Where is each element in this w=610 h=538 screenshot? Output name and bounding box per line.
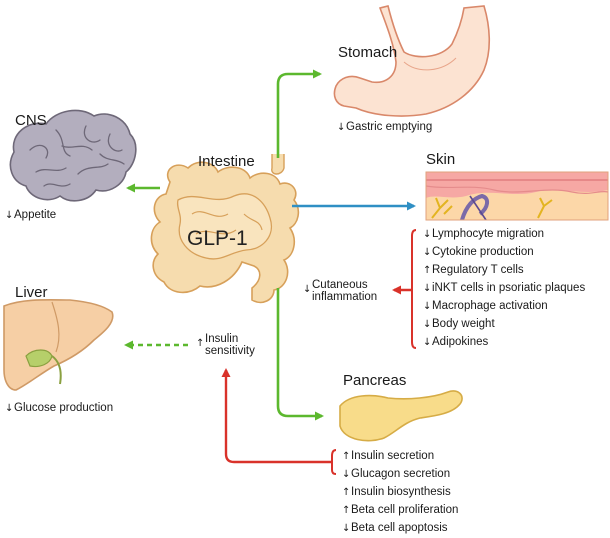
list-item-text: Lymphocyte migration	[432, 228, 545, 241]
arrow-down-icon: ↓	[423, 301, 432, 312]
arrow-down-icon: ↓	[5, 403, 14, 414]
list-item-text: Beta cell proliferation	[351, 504, 459, 517]
list-item: ↑Insulin secretion	[342, 448, 458, 466]
list-item-text: Cytokine production	[432, 246, 534, 259]
list-item: ↓Cytokine production	[423, 244, 585, 262]
pancreas-illustration	[339, 390, 463, 442]
green-arrows	[124, 69, 324, 421]
list-item: ↑Beta cell proliferation	[342, 502, 458, 520]
stomach-effect-text: Gastric emptying	[346, 121, 433, 133]
cutaneous-line1: Cutaneous	[312, 279, 368, 291]
list-item: ↑Insulin biosynthesis	[342, 484, 458, 502]
liver-illustration	[3, 298, 114, 391]
list-item-text: Body weight	[432, 318, 495, 331]
skin-illustration	[425, 171, 609, 221]
cns-label: CNS	[15, 112, 47, 129]
arrow-to-insulin-sensitivity	[221, 368, 332, 464]
insulin-sensitivity-node: ↑ Insulin sensitivity	[196, 333, 255, 358]
pancreas-effects-list: ↑Insulin secretion ↓Glucagon secretion ↑…	[342, 448, 458, 538]
arrow-down-icon: ↓	[5, 210, 14, 221]
list-item: ↓Lymphocyte migration	[423, 226, 585, 244]
liver-effect-text: Glucose production	[14, 402, 114, 414]
list-item: ↓Beta cell apoptosis	[342, 520, 458, 538]
arrow-down-icon: ↓	[342, 469, 351, 480]
cutaneous-inflammation-node: ↓ Cutaneous inflammation	[303, 279, 378, 304]
arrow-up-icon: ↑	[342, 487, 351, 498]
list-item-text: Regulatory T cells	[432, 264, 524, 277]
intestine-illustration	[150, 154, 300, 304]
insulin-sensitivity-line2: sensitivity	[205, 345, 255, 357]
list-item-text: Macrophage activation	[432, 300, 548, 313]
list-item: ↓Body weight	[423, 316, 585, 334]
arrow-to-stomach	[276, 69, 322, 158]
skin-effects-bracket	[411, 229, 417, 349]
arrow-to-pancreas	[276, 288, 324, 421]
pancreas-effects-bracket	[331, 449, 337, 475]
cutaneous-line2: inflammation	[312, 291, 378, 303]
arrow-down-icon: ↓	[423, 337, 432, 348]
skin-label: Skin	[426, 151, 456, 168]
arrow-down-icon: ↓	[423, 247, 432, 258]
arrow-up-icon: ↑	[196, 338, 205, 349]
arrow-up-icon: ↑	[342, 505, 351, 516]
brain-illustration	[9, 109, 137, 202]
list-item-text: iNKT cells in psoriatic plaques	[432, 282, 586, 295]
red-arrows	[221, 229, 417, 475]
list-item: ↓Glucagon secretion	[342, 466, 458, 484]
list-item-text: Insulin secretion	[351, 450, 435, 463]
arrow-down-icon: ↓	[423, 283, 432, 294]
stomach-illustration	[333, 5, 491, 117]
arrow-up-icon: ↑	[342, 451, 351, 462]
arrow-down-icon: ↓	[423, 319, 432, 330]
list-item: ↓iNKT cells in psoriatic plaques	[423, 280, 585, 298]
insulin-sensitivity-line1: Insulin	[205, 333, 239, 345]
list-item-text: Beta cell apoptosis	[351, 522, 448, 535]
cns-effect-text: Appetite	[14, 209, 57, 221]
list-item: ↓Adipokines	[423, 334, 585, 352]
arrow-down-icon: ↓	[342, 523, 351, 534]
liver-label: Liver	[15, 284, 48, 301]
list-item-text: Glucagon secretion	[351, 468, 451, 481]
intestine-label: Intestine	[198, 153, 255, 170]
cns-effect: ↓Appetite	[5, 209, 57, 222]
glp1-label: GLP-1	[187, 227, 248, 250]
arrow-up-icon: ↑	[423, 265, 432, 276]
list-item-text: Adipokines	[432, 336, 489, 349]
liver-effect: ↓Glucose production	[5, 402, 114, 415]
list-item: ↑Regulatory T cells	[423, 262, 585, 280]
list-item: ↓Macrophage activation	[423, 298, 585, 316]
pancreas-label: Pancreas	[343, 372, 407, 389]
stomach-effect: ↓Gastric emptying	[337, 121, 433, 134]
arrow-down-icon: ↓	[303, 284, 312, 295]
stomach-label: Stomach	[338, 44, 398, 61]
skin-effects-list: ↓Lymphocyte migration ↓Cytokine producti…	[423, 226, 585, 352]
arrow-down-icon: ↓	[423, 229, 432, 240]
list-item-text: Insulin biosynthesis	[351, 486, 451, 499]
arrow-down-icon: ↓	[337, 122, 346, 133]
